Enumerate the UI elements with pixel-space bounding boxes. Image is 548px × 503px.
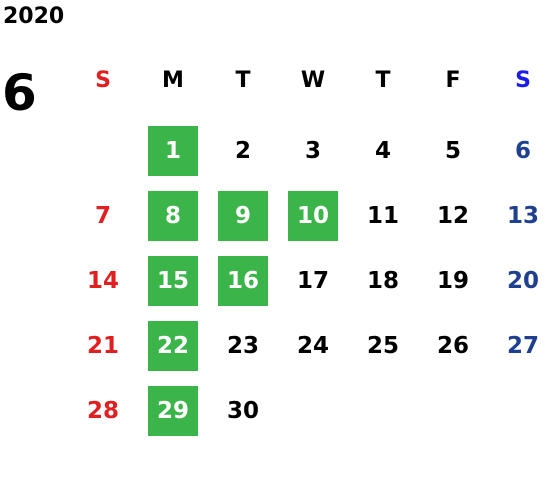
date-cell[interactable]: 21 [86,333,119,359]
date-cell[interactable]: 27 [506,333,539,359]
date-cell-highlighted[interactable]: 8 [148,191,198,241]
date-cell-highlighted[interactable]: 29 [148,386,198,436]
date-cell[interactable]: 4 [374,138,391,164]
date-cell[interactable]: 26 [436,333,469,359]
date-cell[interactable]: 5 [444,138,461,164]
date-cell-highlighted[interactable]: 9 [218,191,268,241]
date-cell[interactable]: 17 [296,268,329,294]
date-cell[interactable]: 6 [514,138,531,164]
weekday-4: T [375,68,391,93]
weekday-5: F [445,68,461,93]
date-cell[interactable]: 3 [304,138,321,164]
date-cell[interactable]: 11 [366,203,399,229]
date-cell[interactable]: 23 [226,333,259,359]
date-cell[interactable]: 2 [234,138,251,164]
date-cell[interactable]: 25 [366,333,399,359]
date-cell-highlighted[interactable]: 1 [148,126,198,176]
date-cell-highlighted[interactable]: 22 [148,321,198,371]
date-cell-highlighted[interactable]: 10 [288,191,338,241]
weekday-2: T [235,68,251,93]
date-cell-highlighted[interactable]: 16 [218,256,268,306]
date-cell-highlighted[interactable]: 15 [148,256,198,306]
weekday-1: M [162,68,184,93]
date-cell[interactable]: 28 [86,398,119,424]
date-cell[interactable]: 19 [436,268,469,294]
weekday-6: S [515,68,531,93]
date-cell[interactable]: 7 [94,203,111,229]
weekday-0: S [95,68,111,93]
date-cell[interactable]: 13 [506,203,539,229]
year-label: 2020 [3,4,65,29]
month-label: 6 [2,64,37,122]
weekday-3: W [300,68,326,93]
date-cell[interactable]: 24 [296,333,329,359]
date-cell[interactable]: 18 [366,268,399,294]
date-cell[interactable]: 20 [506,268,539,294]
date-cell[interactable]: 12 [436,203,469,229]
date-cell[interactable]: 14 [86,268,119,294]
date-cell[interactable]: 30 [226,398,259,424]
